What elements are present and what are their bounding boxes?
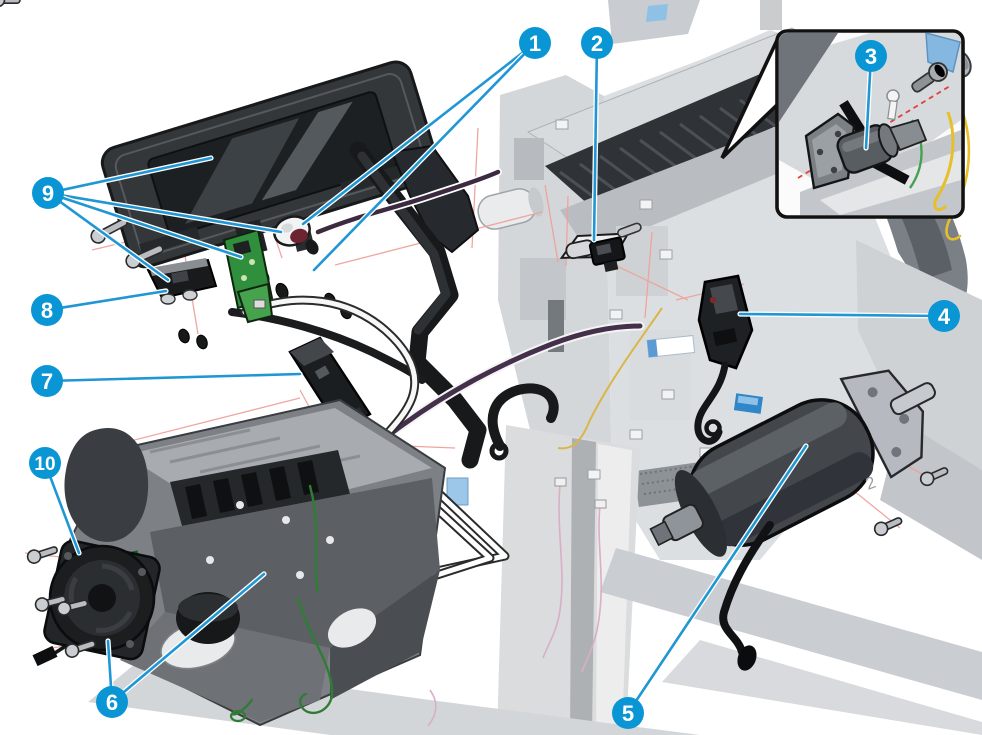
callout-8: 8 xyxy=(31,288,169,326)
callout-9: 9 xyxy=(32,155,284,283)
cutter-sensor-assembly xyxy=(559,222,642,272)
callout-7-circle xyxy=(31,365,63,397)
callout-9-leader-line xyxy=(59,196,243,259)
screw xyxy=(873,517,903,537)
callout-1-leader-line xyxy=(301,50,526,226)
screw xyxy=(0,0,21,8)
callout-2-circle xyxy=(581,27,613,59)
callout-9-leader-line xyxy=(60,194,283,234)
callout-5: 5 xyxy=(612,443,809,729)
callout-3-leader-line xyxy=(864,68,872,150)
callout-6: 6 xyxy=(96,571,267,718)
callout-3-number: 3 xyxy=(865,44,877,69)
callout-4-leader-line xyxy=(738,312,932,318)
callout-6-leader-line xyxy=(121,572,266,695)
callout-1-number: 1 xyxy=(529,31,541,56)
callout-7: 7 xyxy=(31,365,303,397)
callout-3-circle xyxy=(855,40,887,72)
callout-2: 2 xyxy=(581,27,613,243)
callout-2-number: 2 xyxy=(591,31,603,56)
sensor-bracket xyxy=(146,258,218,305)
callout-3: 3 xyxy=(855,40,887,151)
callout-10-circle xyxy=(29,447,61,479)
screw xyxy=(34,595,67,612)
callout-5-circle xyxy=(612,697,644,729)
callout-4-number: 4 xyxy=(938,304,951,329)
screw xyxy=(911,62,948,93)
callout-6-number: 6 xyxy=(106,690,118,715)
screw xyxy=(26,546,58,564)
callout-4-circle xyxy=(928,300,960,332)
cooling-fan xyxy=(26,539,161,667)
callout-4: 4 xyxy=(737,300,960,332)
callout-1-circle xyxy=(519,27,551,59)
screw xyxy=(56,599,89,616)
ink-supply-station xyxy=(64,398,447,727)
callout-10: 10 xyxy=(29,447,82,556)
callout-8-circle xyxy=(31,294,63,326)
sensor-cluster xyxy=(146,215,319,324)
callout-5-number: 5 xyxy=(622,701,634,726)
callout-7-number: 7 xyxy=(41,369,53,394)
callout-6-circle xyxy=(96,686,128,718)
callout-7-leader-line xyxy=(59,372,302,382)
callout-9-leader-line xyxy=(58,199,170,282)
callout-2-leader-line xyxy=(592,55,599,242)
latch-sensor xyxy=(694,274,754,445)
callout-1-leader-line xyxy=(312,51,527,272)
callout-6-leader-line xyxy=(106,639,113,690)
screw xyxy=(64,640,96,658)
screw xyxy=(919,467,949,487)
molded-part-number: 2 xyxy=(863,473,878,494)
callout-8-number: 8 xyxy=(41,298,53,323)
callout-10-leader-line xyxy=(48,474,81,555)
callout-1: 1 xyxy=(300,27,551,273)
sensor-pcb xyxy=(222,228,274,324)
callout-9-leader-line xyxy=(60,156,213,192)
callout-9-circle xyxy=(32,177,64,209)
callout-10-number: 10 xyxy=(34,454,55,475)
callout-8-leader-line xyxy=(59,289,168,310)
callout-layer: 1 2 3 4 5 6 7 8 9 10 xyxy=(29,27,960,729)
callout-9-number: 9 xyxy=(42,181,54,206)
callout-5-leader-line xyxy=(634,444,808,703)
